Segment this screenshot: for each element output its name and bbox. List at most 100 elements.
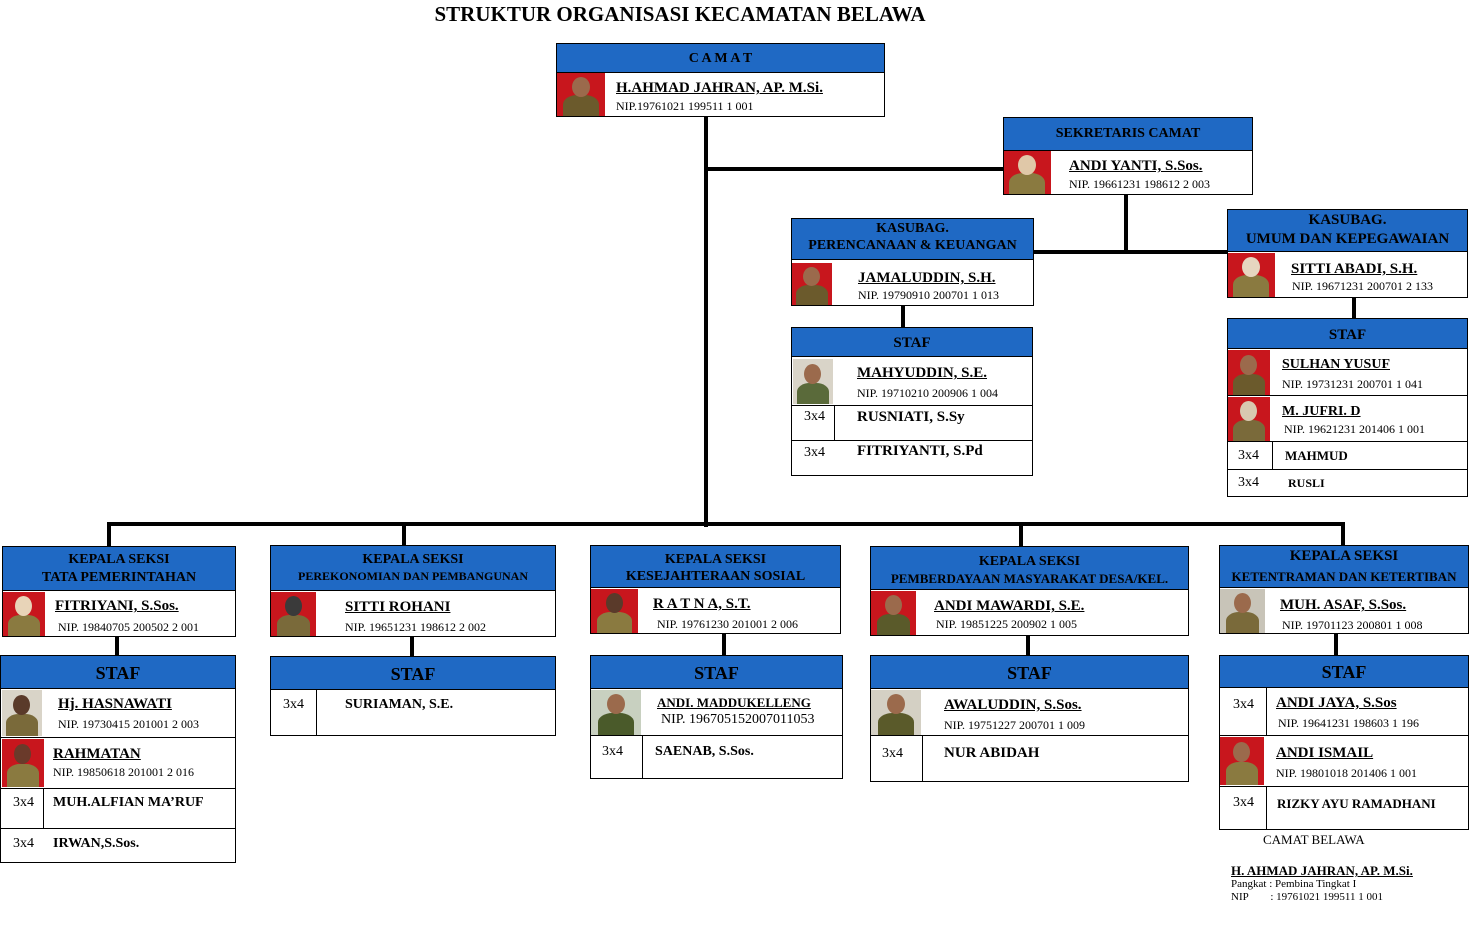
kasubag-umum-nip: NIP. 19671231 200701 2 133 (1292, 279, 1434, 293)
seksi2-header: KEPALA SEKSI PEREKONOMIAN DAN PEMBANGUNA… (270, 545, 556, 591)
seksi1-staf-name-2: RAHMATAN (53, 746, 141, 762)
seksi4-staf-row-2 (870, 735, 1189, 782)
connector-line (1019, 522, 1023, 546)
seksi2-photo (271, 592, 316, 636)
staf-umum-name-4: RUSLI (1288, 476, 1325, 490)
seksi1-name: FITRIYANI, S.Sos. (55, 598, 179, 614)
connector-line (107, 522, 1345, 526)
staf-perencanaan-name-2: RUSNIATI, S.Sy (857, 409, 965, 425)
camat-nip: NIP.19761021 199511 1 001 (616, 99, 754, 113)
photo-placeholder: 3x4 (602, 744, 623, 759)
staf-umum-photo-1 (1228, 350, 1270, 395)
seksi4-nip: NIP. 19851225 200902 1 005 (936, 617, 1078, 631)
kasubag-umum-photo (1228, 253, 1275, 297)
cell-divider (1266, 786, 1267, 830)
signature-nip: NIP : 19761021 199511 1 001 (1231, 891, 1383, 903)
camat-name: H.AHMAD JAHRAN, AP. M.Si. (616, 80, 823, 96)
staf-umum-photo-2 (1228, 397, 1270, 441)
seksi5-name: MUH. ASAF, S.Sos. (1280, 597, 1407, 613)
seksi4-staf-row-1 (870, 688, 1189, 736)
staf-perencanaan-row-2 (791, 405, 1033, 441)
connector-line (901, 305, 905, 327)
kasubag-perencanaan-header: KASUBAG. PERENCANAAN & KEUANGAN (791, 218, 1034, 260)
staf-perencanaan-name-1: MAHYUDDIN, S.E. (857, 365, 988, 381)
camat-photo (557, 73, 605, 116)
signature-rank: Pangkat : Pembina Tingkat I (1231, 878, 1357, 890)
photo-placeholder: 3x4 (283, 697, 304, 712)
photo-placeholder: 3x4 (13, 795, 34, 810)
kasubag-perencanaan-nip: NIP. 19790910 200701 1 013 (858, 288, 1000, 302)
seksi1-staf-name-1: Hj. HASNAWATI (58, 696, 172, 712)
seksi3-header: KEPALA SEKSI KESEJAHTERAAN SOSIAL (590, 545, 841, 588)
seksi4-staf-nip-1: NIP. 19751227 200701 1 009 (944, 718, 1086, 732)
staf-umum-row-4 (1227, 469, 1468, 497)
seksi1-photo (3, 592, 45, 636)
seksi1-staf-name-3: MUH.ALFIAN MA’RUF (53, 795, 204, 810)
seksi4-staf-header: STAF (870, 655, 1189, 689)
connector-line (1026, 636, 1030, 655)
seksi3-name: R A T N A, S.T. (653, 596, 751, 612)
connector-line (115, 637, 119, 655)
cell-divider (922, 735, 923, 782)
seksi1-staf-photo-1 (2, 690, 42, 736)
staf-umum-name-1: SULHAN YUSUF (1282, 357, 1390, 372)
photo-placeholder: 3x4 (1238, 448, 1259, 463)
staf-umum-nip-1: NIP. 19731231 200701 1 041 (1282, 377, 1424, 391)
seksi5-nip: NIP. 19701123 200801 1 008 (1282, 618, 1423, 632)
staf-perencanaan-photo-1 (793, 359, 833, 404)
seksi1-staf-header: STAF (0, 655, 236, 689)
seksi3-staf-name-2: SAENAB, S.Sos. (655, 744, 754, 759)
seksi5-staf-name-1: ANDI JAYA, S.Sos (1276, 695, 1397, 711)
kasubag-umum-header: KASUBAG. UMUM DAN KEPEGAWAIAN (1227, 209, 1468, 252)
sekretaris-photo (1004, 151, 1051, 194)
camat-header: C A M A T (556, 43, 885, 73)
cell-divider (43, 788, 44, 863)
photo-placeholder: 3x4 (1238, 475, 1259, 490)
staf-umum-header: STAF (1227, 318, 1468, 349)
connector-line (1352, 298, 1356, 318)
kasubag-perencanaan-name: JAMALUDDIN, S.H. (858, 270, 996, 286)
seksi5-staf-name-2: ANDI ISMAIL (1276, 745, 1374, 761)
photo-placeholder: 3x4 (1233, 795, 1254, 810)
seksi5-staf-name-3: RIZKY AYU RAMADHANI (1277, 796, 1436, 811)
connector-line (722, 634, 726, 655)
connector-line (1124, 195, 1128, 252)
seksi4-staf-photo-1 (871, 690, 921, 735)
seksi5-staf-row-3 (1219, 786, 1469, 830)
sekretaris-header: SEKRETARIS CAMAT (1003, 117, 1253, 151)
cell-divider (1266, 687, 1267, 736)
seksi3-nip: NIP. 19761230 201001 2 006 (657, 617, 799, 631)
page-title: STRUKTUR ORGANISASI KECAMATAN BELAWA (434, 2, 926, 26)
seksi1-staf-nip-2: NIP. 19850618 201001 2 016 (53, 765, 195, 779)
seksi3-staf-photo-1 (591, 690, 641, 735)
staf-umum-name-2: M. JUFRI. D (1282, 404, 1361, 419)
seksi3-staf-header: STAF (590, 655, 843, 689)
photo-placeholder: 3x4 (882, 746, 903, 761)
seksi4-photo (871, 591, 916, 635)
photo-placeholder: 3x4 (804, 445, 825, 460)
seksi4-staf-name-2: NUR ABIDAH (944, 745, 1040, 761)
seksi5-staf-header: STAF (1219, 655, 1469, 688)
seksi5-header: KEPALA SEKSI KETENTRAMAN DAN KETERTIBAN (1219, 545, 1469, 588)
seksi3-staf-name-1: ANDI. MADDUKELLENG (657, 695, 811, 710)
staf-umum-nip-2: NIP. 19621231 201406 1 001 (1284, 422, 1426, 436)
seksi1-staf-row-4 (0, 828, 236, 863)
connector-line (704, 117, 708, 527)
seksi1-header: KEPALA SEKSI TATA PEMERINTAHAN (2, 546, 236, 591)
staf-perencanaan-row-3 (791, 440, 1033, 476)
seksi4-name: ANDI MAWARDI, S.E. (934, 598, 1085, 614)
seksi2-staf-row-1 (270, 689, 556, 736)
seksi2-staf-header: STAF (270, 656, 556, 690)
staf-umum-name-3: MAHMUD (1285, 448, 1348, 463)
staf-perencanaan-nip-1: NIP. 19710210 200906 1 004 (857, 386, 999, 400)
kasubag-perencanaan-photo (792, 263, 832, 305)
seksi5-staf-nip-1: NIP. 19641231 198603 1 196 (1278, 716, 1420, 730)
photo-placeholder: 3x4 (1233, 697, 1254, 712)
seksi1-staf-nip-1: NIP. 19730415 201001 2 003 (58, 717, 200, 731)
connector-line (1334, 634, 1338, 655)
staf-perencanaan-header: STAF (791, 327, 1033, 357)
connector-line (107, 522, 111, 546)
seksi3-staf-nip-1: NIP. 196705152007011053 (661, 712, 815, 727)
seksi2-staf-name-1: SURIAMAN, S.E. (345, 697, 454, 712)
seksi4-staf-name-1: AWALUDDIN, S.Sos. (944, 697, 1082, 713)
